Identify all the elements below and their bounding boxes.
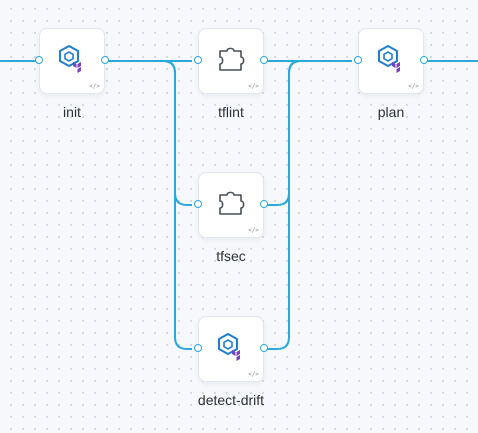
input-port[interactable] xyxy=(354,56,362,64)
node-detect-drift[interactable]: </> detect-drift xyxy=(194,317,268,408)
terraform-icon xyxy=(378,44,400,73)
code-badge-icon: </> xyxy=(89,83,100,90)
node-plan[interactable]: </> plan xyxy=(354,29,428,120)
step-card-detect-drift[interactable]: </> xyxy=(199,317,263,381)
step-card-tflint[interactable]: </> xyxy=(199,29,263,93)
edge-init-tfsec xyxy=(107,60,192,206)
step-label-tflint: tflint xyxy=(218,104,244,120)
code-badge-icon: </> xyxy=(248,227,259,234)
output-port[interactable] xyxy=(420,56,428,64)
plugin-icon xyxy=(219,47,245,71)
node-init[interactable]: </> init xyxy=(35,29,109,120)
terraform-icon xyxy=(59,44,81,73)
output-port[interactable] xyxy=(260,200,268,208)
step-card-init[interactable]: </> xyxy=(40,29,104,93)
output-port[interactable] xyxy=(260,344,268,352)
code-badge-icon: </> xyxy=(408,83,419,90)
input-port[interactable] xyxy=(194,344,202,352)
plugin-icon xyxy=(219,191,245,215)
step-label-tfsec: tfsec xyxy=(216,248,246,264)
step-card-tfsec[interactable]: </> xyxy=(199,173,263,237)
terraform-icon xyxy=(218,332,240,361)
output-port[interactable] xyxy=(101,56,109,64)
edge-tfsec-plan xyxy=(267,60,352,206)
step-label-plan: plan xyxy=(377,104,405,120)
node-tflint[interactable]: </> tflint xyxy=(194,29,268,120)
node-tfsec[interactable]: </> tfsec xyxy=(194,173,268,264)
step-label-init: init xyxy=(63,104,81,120)
output-port[interactable] xyxy=(260,56,268,64)
code-badge-icon: </> xyxy=(248,83,259,90)
input-port[interactable] xyxy=(35,56,43,64)
step-label-detect-drift: detect-drift xyxy=(197,392,265,408)
input-port[interactable] xyxy=(194,56,202,64)
input-port[interactable] xyxy=(194,200,202,208)
code-badge-icon: </> xyxy=(248,371,259,378)
edge-init-detect-drift xyxy=(107,60,192,350)
edge-detect-drift-plan xyxy=(267,60,352,350)
step-card-plan[interactable]: </> xyxy=(359,29,423,93)
